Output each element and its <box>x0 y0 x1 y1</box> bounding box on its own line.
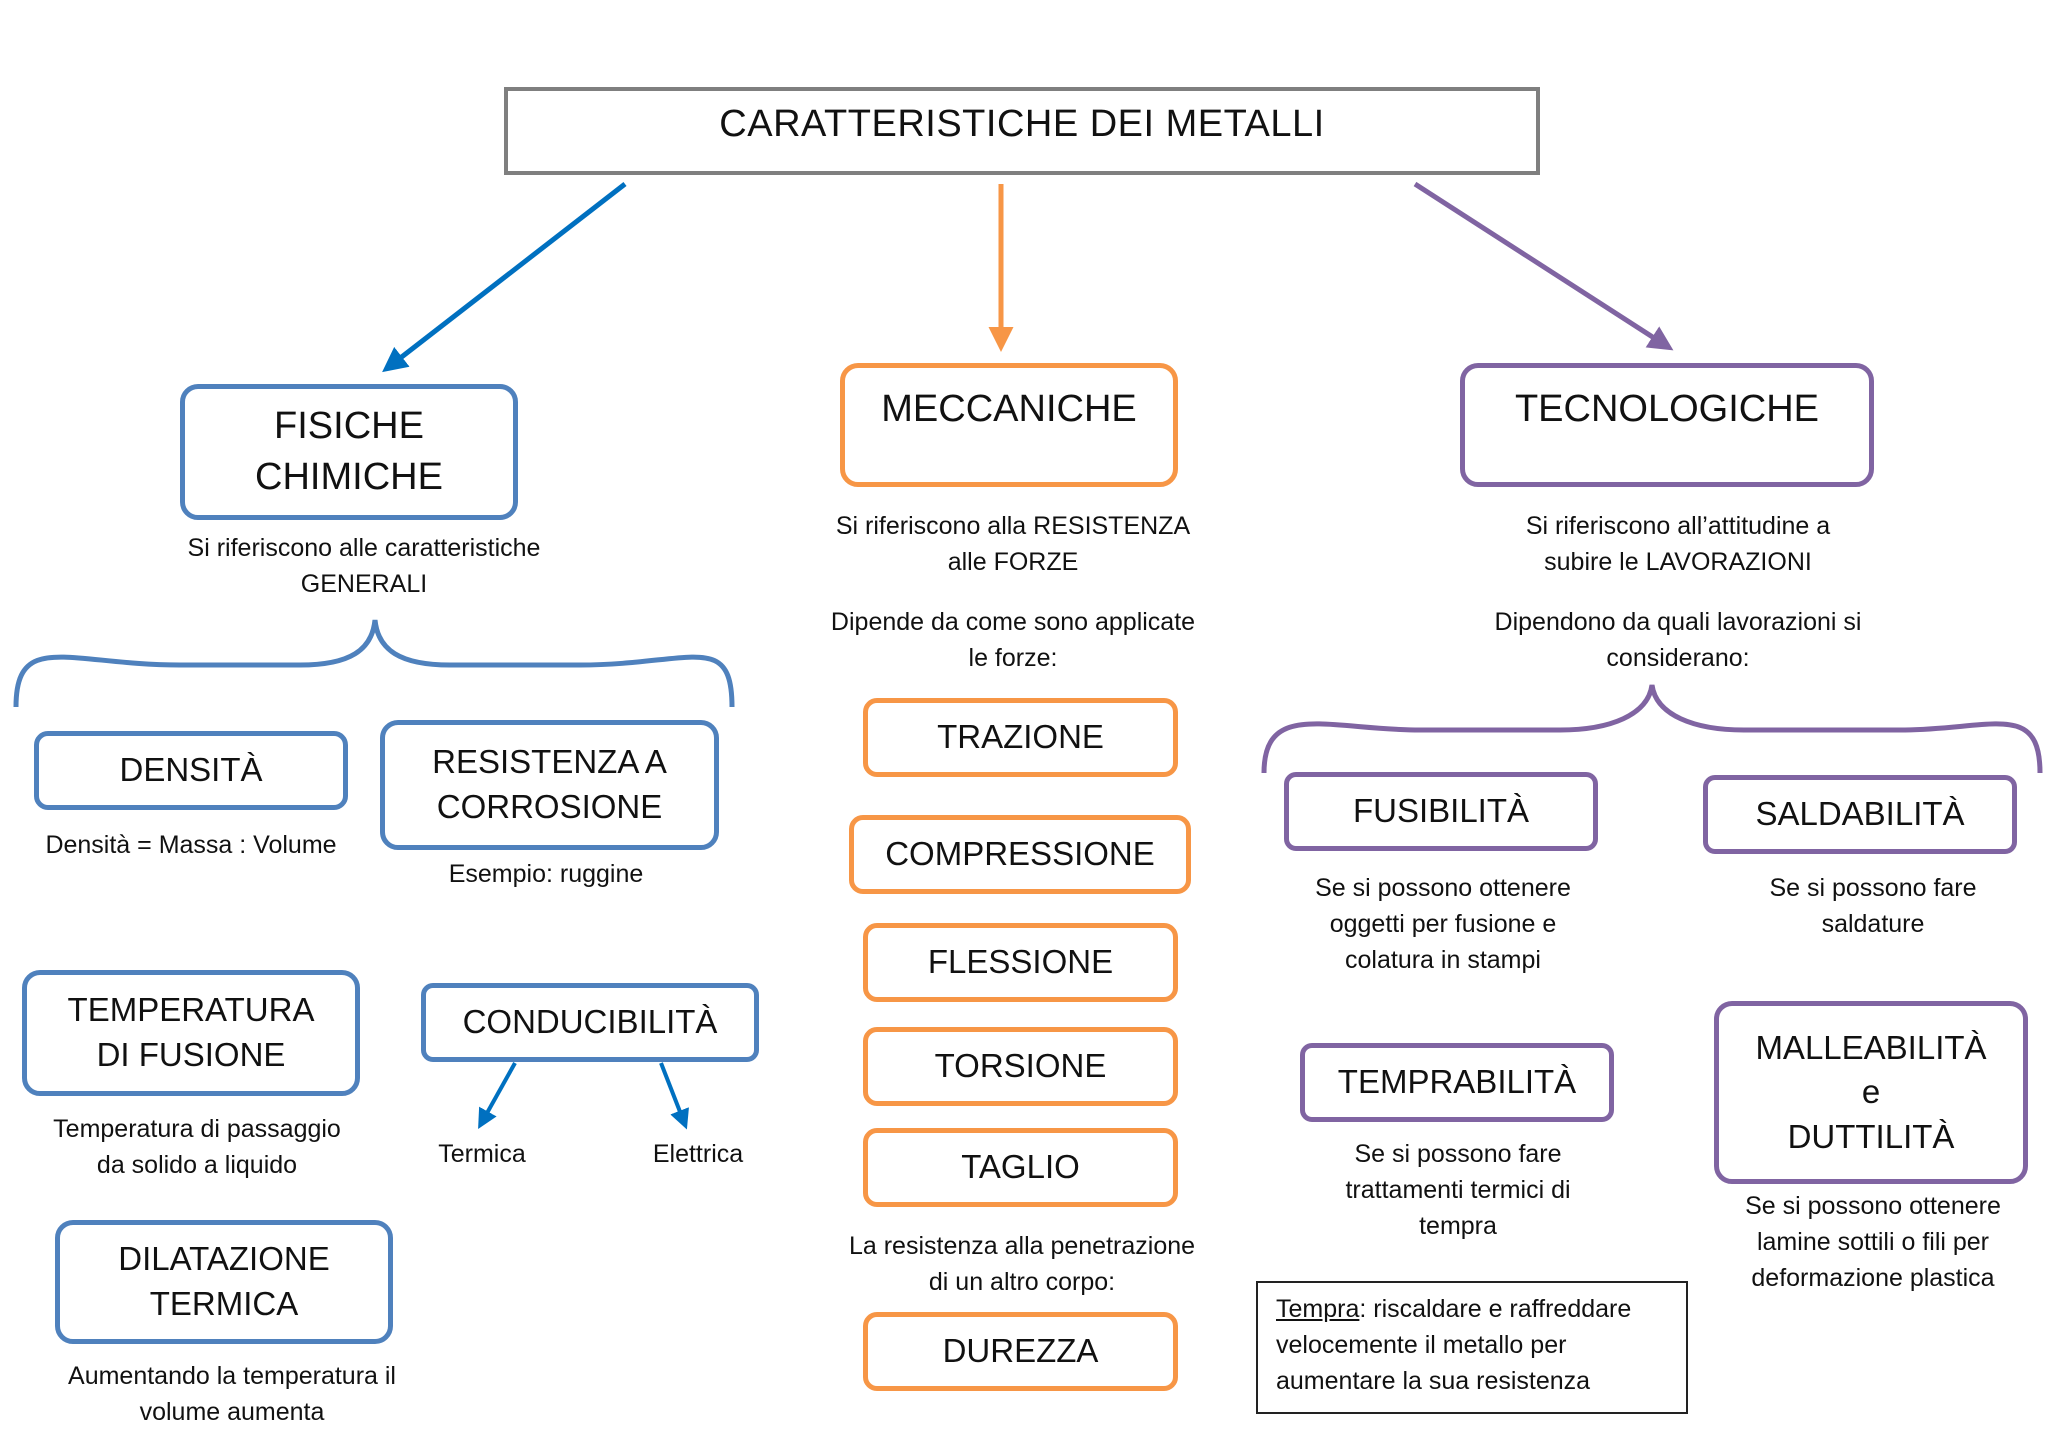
arrow-to-tecnologiche <box>1413 181 1674 351</box>
flessione-box: FLESSIONE <box>863 923 1178 1002</box>
brace-fisiche <box>13 619 735 708</box>
resistenza-corrosione-box: RESISTENZA A CORROSIONE <box>380 720 719 850</box>
saldabilita-description: Se si possono fare saldature <box>1769 874 1977 938</box>
tecnologiche-description-lavorazioni: Dipendono da quali lavorazioni si consid… <box>1494 608 1862 672</box>
brace-tecnologiche <box>1261 684 2043 774</box>
temprabilita-box: TEMPRABILITÀ <box>1300 1043 1614 1122</box>
diagram-title: CARATTERISTICHE DEI METALLI <box>504 87 1540 175</box>
durezza-description: La resistenza alla penetrazione di un al… <box>848 1232 1196 1296</box>
temperatura-fusione-box: TEMPERATURA DI FUSIONE <box>22 970 360 1096</box>
taglio-box: TAGLIO <box>863 1128 1178 1207</box>
saldabilita-box: SALDABILITÀ <box>1703 775 2017 854</box>
meccaniche-description: Si riferiscono alla RESISTENZA alle FORZ… <box>835 512 1191 576</box>
tempra-term: Tempra <box>1276 1295 1360 1323</box>
meccaniche-description-forze: Dipende da come sono applicate le forze: <box>830 608 1196 672</box>
arrow-to-termica <box>478 1062 517 1129</box>
dilatazione-termica-box: DILATAZIONE TERMICA <box>55 1220 393 1344</box>
fisiche-chimiche-box: FISICHE CHIMICHE <box>180 384 518 520</box>
dilatazione-description: Aumentando la temperatura il volume aume… <box>68 1362 396 1426</box>
corrosione-description: Esempio: ruggine <box>448 860 644 888</box>
fisiche-description: Si riferiscono alle caratteristiche GENE… <box>187 534 541 598</box>
arrow-to-elettrica <box>659 1062 689 1130</box>
fusibilita-description: Se si possono ottenere oggetti per fusio… <box>1315 874 1571 974</box>
tempra-definition-note: Tempra: riscaldare e raffreddare velocem… <box>1256 1281 1688 1414</box>
malleabilita-description: Se si possono ottenere lamine sottili o … <box>1745 1192 2001 1292</box>
fusibilita-box: FUSIBILITÀ <box>1284 772 1598 851</box>
densita-box: DENSITÀ <box>34 731 348 810</box>
densita-description: Densità = Massa : Volume <box>45 831 337 859</box>
temprabilita-description: Se si possono fare trattamenti termici d… <box>1345 1140 1571 1240</box>
arrow-to-fisiche <box>382 182 627 373</box>
tecnologiche-description: Si riferiscono all’attitudine a subire l… <box>1525 512 1831 576</box>
conducibilita-termica: Termica <box>438 1140 526 1168</box>
conducibilita-elettrica: Elettrica <box>652 1140 744 1168</box>
durezza-box: DUREZZA <box>863 1312 1178 1391</box>
tecnologiche-box: TECNOLOGICHE <box>1460 363 1874 487</box>
conducibilita-box: CONDUCIBILITÀ <box>421 983 759 1062</box>
compressione-box: COMPRESSIONE <box>849 815 1191 894</box>
fusione-description: Temperatura di passaggio da solido a liq… <box>53 1115 341 1179</box>
malleabilita-duttilita-box: MALLEABILITÀ e DUTTILITÀ <box>1714 1001 2028 1184</box>
trazione-box: TRAZIONE <box>863 698 1178 777</box>
meccaniche-box: MECCANICHE <box>840 363 1178 487</box>
torsione-box: TORSIONE <box>863 1027 1178 1106</box>
